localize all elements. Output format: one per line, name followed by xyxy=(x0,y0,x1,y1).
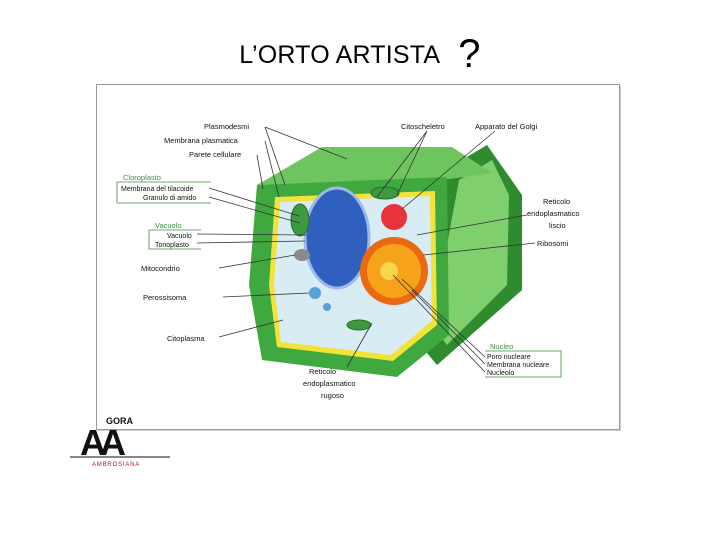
label-rel-3: liscio xyxy=(549,221,566,230)
label-ribosomi: Ribosomi xyxy=(537,239,569,248)
label-plasmodesmi: Plasmodesmi xyxy=(204,122,249,131)
small-vesicle xyxy=(323,303,331,311)
label-poro-nucleare: Poro nucleare xyxy=(487,354,531,361)
label-nucleolo: Nucleolo xyxy=(487,370,514,377)
label-parete-cellulare: Parete cellulare xyxy=(189,150,241,159)
logo-svg: GORA AA AMBROSIANA xyxy=(70,416,170,468)
peroxisome xyxy=(309,287,321,299)
label-membrana-plasmatica: Membrana plasmatica xyxy=(164,136,239,145)
golgi-apparatus xyxy=(381,204,407,230)
label-citoplasma: Citoplasma xyxy=(167,334,205,343)
agora-ambrosiana-logo: GORA AA AMBROSIANA xyxy=(64,410,184,480)
label-mitocondrio: Mitocondrio xyxy=(141,264,180,273)
label-perossisoma: Perossisoma xyxy=(143,293,187,302)
page-title: L’ORTO ARTISTA? xyxy=(0,28,720,76)
question-mark: ? xyxy=(458,32,481,76)
label-membrana-tilacoide: Membrana del tilacoide xyxy=(121,186,193,193)
label-rel-2: endoplasmatico xyxy=(527,209,580,218)
plant-cell-diagram: Plasmodesmi Membrana plasmatica Parete c… xyxy=(96,84,620,430)
cell-wall-top xyxy=(257,147,492,185)
label-rel-1: Reticolo xyxy=(543,197,570,206)
label-group-nucleo: Nucleo xyxy=(490,342,513,351)
plant-cell-svg: Plasmodesmi Membrana plasmatica Parete c… xyxy=(116,122,580,400)
chloroplast xyxy=(346,319,372,331)
logo-bottom-text: AMBROSIANA xyxy=(92,462,140,468)
label-group-vacuolo: Vacuolo xyxy=(155,221,182,230)
title-text: L’ORTO ARTISTA xyxy=(239,41,441,69)
chloroplast xyxy=(290,203,310,237)
label-rer-1: Reticolo xyxy=(309,367,336,376)
label-rer-3: rugoso xyxy=(321,391,344,400)
cell-wall-side-highlight xyxy=(432,160,509,345)
label-group-cloroplasto: Cloroplasto xyxy=(123,173,161,182)
label-vacuolo-item: Vacuolo xyxy=(167,233,192,240)
vacuole xyxy=(303,186,371,290)
label-rer-2: endoplasmatico xyxy=(303,379,356,388)
mitochondrion xyxy=(294,249,310,261)
logo-top-text: GORA xyxy=(106,416,134,426)
bracket-nucleo xyxy=(485,350,562,378)
label-golgi: Apparato del Golgi xyxy=(475,122,537,131)
leader-lines xyxy=(196,126,536,373)
label-tonoplasto: Tonoplasto xyxy=(155,242,189,249)
label-granulo-amido: Granulo di amido xyxy=(143,195,196,202)
label-citoscheletro: Citoscheletro xyxy=(401,122,445,131)
chloroplast xyxy=(370,186,400,200)
bracket-vacuolo xyxy=(148,229,201,250)
label-membrana-nucleare: Membrana nucleare xyxy=(487,362,549,369)
bracket-cloroplasto xyxy=(116,181,211,204)
